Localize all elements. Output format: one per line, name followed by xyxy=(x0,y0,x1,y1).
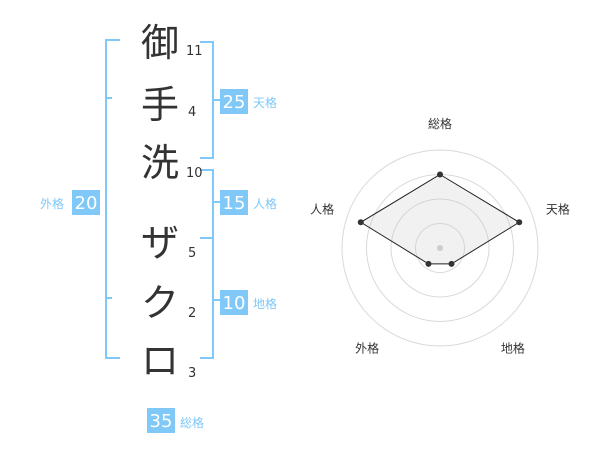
radar-ring xyxy=(390,198,490,298)
radar-ring xyxy=(415,223,465,273)
surname-strokes-3: 10 xyxy=(186,166,203,181)
radar-axis-label-2: 天格 xyxy=(546,202,570,217)
given-strokes-1: 5 xyxy=(188,246,196,261)
given-char-1: ザ xyxy=(141,221,179,265)
chikaku-bracket xyxy=(200,237,220,359)
surname-char-2: 手 xyxy=(141,83,179,127)
gaikaku-value: 20 xyxy=(75,193,98,214)
soukaku-value: 35 xyxy=(150,411,173,432)
radar-axis-label-1: 総格 xyxy=(428,116,452,131)
surname-char-1: 御 xyxy=(141,21,179,65)
tenkaku-value: 25 xyxy=(223,92,246,113)
soukaku-label: 総格 xyxy=(180,415,204,430)
radar-ring xyxy=(341,149,539,347)
gaikaku-bracket xyxy=(105,39,120,359)
radar-axis-label-3: 地格 xyxy=(501,340,525,355)
gaikaku-label: 外格 xyxy=(40,196,64,211)
tenkaku-bracket xyxy=(200,41,220,159)
gaikaku-badge xyxy=(72,190,100,215)
soukaku-badge xyxy=(147,408,175,433)
radar-point-5 xyxy=(357,219,364,226)
jinkaku-badge xyxy=(220,190,248,215)
surname-strokes-1: 11 xyxy=(186,44,203,59)
jinkaku-label: 人格 xyxy=(253,196,277,211)
radar-point-3 xyxy=(448,260,455,267)
tenkaku-label: 天格 xyxy=(253,95,277,110)
chikaku-value: 10 xyxy=(223,293,246,314)
surname-strokes-2: 4 xyxy=(188,105,196,120)
tenkaku-badge xyxy=(220,89,248,114)
radar-axis-label-5: 人格 xyxy=(310,202,334,217)
radar-shape xyxy=(359,173,521,265)
given-char-2: ク xyxy=(141,281,179,325)
jinkaku-value: 15 xyxy=(223,193,246,214)
given-strokes-3: 3 xyxy=(188,366,196,381)
radar-axis-label-4: 外格 xyxy=(355,340,379,355)
given-char-3: ロ xyxy=(141,339,179,383)
chikaku-label: 地格 xyxy=(253,296,277,311)
chikaku-badge xyxy=(220,290,248,315)
surname-char-3: 洗 xyxy=(141,141,179,185)
given-strokes-2: 2 xyxy=(188,306,196,321)
radar-center xyxy=(437,245,443,251)
radar-point-4 xyxy=(425,260,432,267)
radar-point-1 xyxy=(437,171,443,178)
radar-point-2 xyxy=(516,219,523,226)
jinkaku-bracket xyxy=(200,169,220,239)
